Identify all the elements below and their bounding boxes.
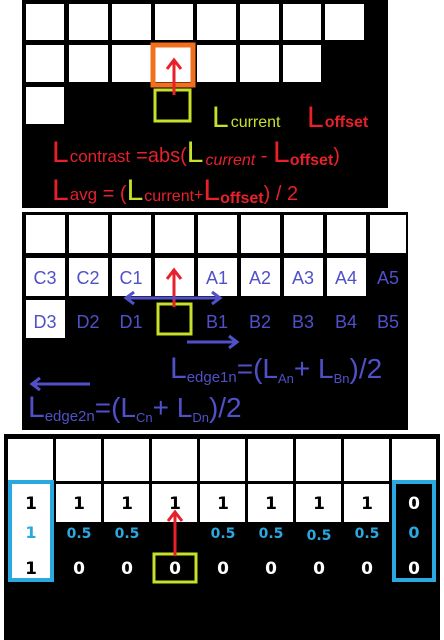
double-arrow [123, 290, 223, 306]
label-c3: C3 [33, 268, 56, 288]
value-top-2: 1 [73, 494, 85, 514]
value-top-6: 1 [265, 494, 277, 514]
label-a5: A5 [377, 268, 399, 288]
value-bottom-1: 1 [25, 559, 37, 579]
label-d2: D2 [76, 312, 99, 332]
value-bottom-2: 0 [73, 559, 85, 579]
value-bottom-8: 0 [361, 559, 373, 579]
label-d3: D3 [33, 312, 56, 332]
label-c1: C1 [119, 268, 142, 288]
label-b5: B5 [377, 312, 399, 332]
values-row-bottom: 1 0 0 0 0 0 0 0 0 [25, 559, 420, 579]
value-top-5: 1 [217, 494, 229, 514]
top-row-labels: C3 C2 C1 A1 A2 A3 A4 A5 [33, 268, 399, 288]
bottom-row-labels: D3 D2 D1 B1 B2 B3 B4 B5 [33, 312, 399, 332]
value-bottom-4: 0 [169, 559, 181, 579]
label-c2: C2 [76, 268, 99, 288]
panel-value-grid: 1 1 1 1 1 1 1 1 0 1 0.5 0.5 0.5 0.5 0.5 … [4, 434, 440, 640]
right-column-highlight [392, 480, 436, 582]
up-arrow-3 [166, 509, 184, 556]
label-a4: A4 [335, 268, 357, 288]
label-d1: D1 [119, 312, 142, 332]
panel2-canvas: C3 C2 C1 A1 A2 A3 A4 A5 D3 D2 D1 B1 B2 B… [26, 215, 406, 425]
value-top-9: 0 [408, 494, 420, 514]
left-column-highlight [8, 480, 54, 582]
label-b3: B3 [292, 312, 314, 332]
panel3-canvas: 1 1 1 1 1 1 1 1 0 1 0.5 0.5 0.5 0.5 0.5 … [8, 439, 436, 584]
label-a2: A2 [249, 268, 271, 288]
up-arrow [165, 57, 183, 95]
value-top-3: 1 [121, 494, 133, 514]
value-bottom-3: 0 [121, 559, 133, 579]
label-b2: B2 [249, 312, 271, 332]
right-arrow-edge1 [187, 334, 240, 350]
value-mid-2: 0.5 [67, 526, 92, 542]
value-mid-3: 0.5 [115, 526, 140, 542]
left-arrow-edge2 [29, 376, 90, 392]
label-b1: B1 [206, 312, 228, 332]
value-top-8: 1 [361, 494, 373, 514]
value-bottom-9: 0 [408, 559, 420, 579]
label-a1: A1 [206, 268, 228, 288]
panel1-grid [26, 4, 364, 124]
values-row-mid: 1 0.5 0.5 0.5 0.5 0.5 0.5 0 [25, 523, 419, 544]
up-arrow-2 [165, 267, 183, 307]
label-b4: B4 [335, 312, 357, 332]
value-bottom-5: 0 [217, 559, 229, 579]
value-mid-5: 0.5 [211, 526, 236, 542]
current-pixel-box-2 [156, 302, 193, 336]
value-bottom-6: 0 [265, 559, 277, 579]
panel-edge-diagram: C3 C2 C1 A1 A2 A3 A4 A5 D3 D2 D1 B1 B2 B… [22, 212, 408, 430]
value-mid-1: 1 [25, 523, 36, 542]
value-mid-7: 0.5 [307, 528, 332, 544]
values-row-top: 1 1 1 1 1 1 1 1 0 [25, 494, 420, 514]
edge2-formula: Ledge2n=(LCn+ LDn)/2 [28, 391, 242, 425]
value-top-1: 1 [25, 494, 37, 514]
panel3-grid [8, 439, 436, 582]
avg-formula: Lavg = (Lcurrent+Loffset) / 2 [52, 174, 298, 207]
edge1-formula: Ledge1n=(LAn+ LBn)/2 [170, 352, 382, 386]
value-mid-9: 0 [408, 523, 419, 542]
value-bottom-7: 0 [313, 559, 325, 579]
offset-label: Loffset [307, 101, 369, 134]
value-mid-8: 0.5 [355, 526, 380, 542]
panel2-grid [26, 215, 406, 338]
label-a3: A3 [292, 268, 314, 288]
value-mid-6: 0.5 [259, 526, 284, 542]
value-top-4: 1 [169, 494, 181, 514]
value-top-7: 1 [313, 494, 325, 514]
